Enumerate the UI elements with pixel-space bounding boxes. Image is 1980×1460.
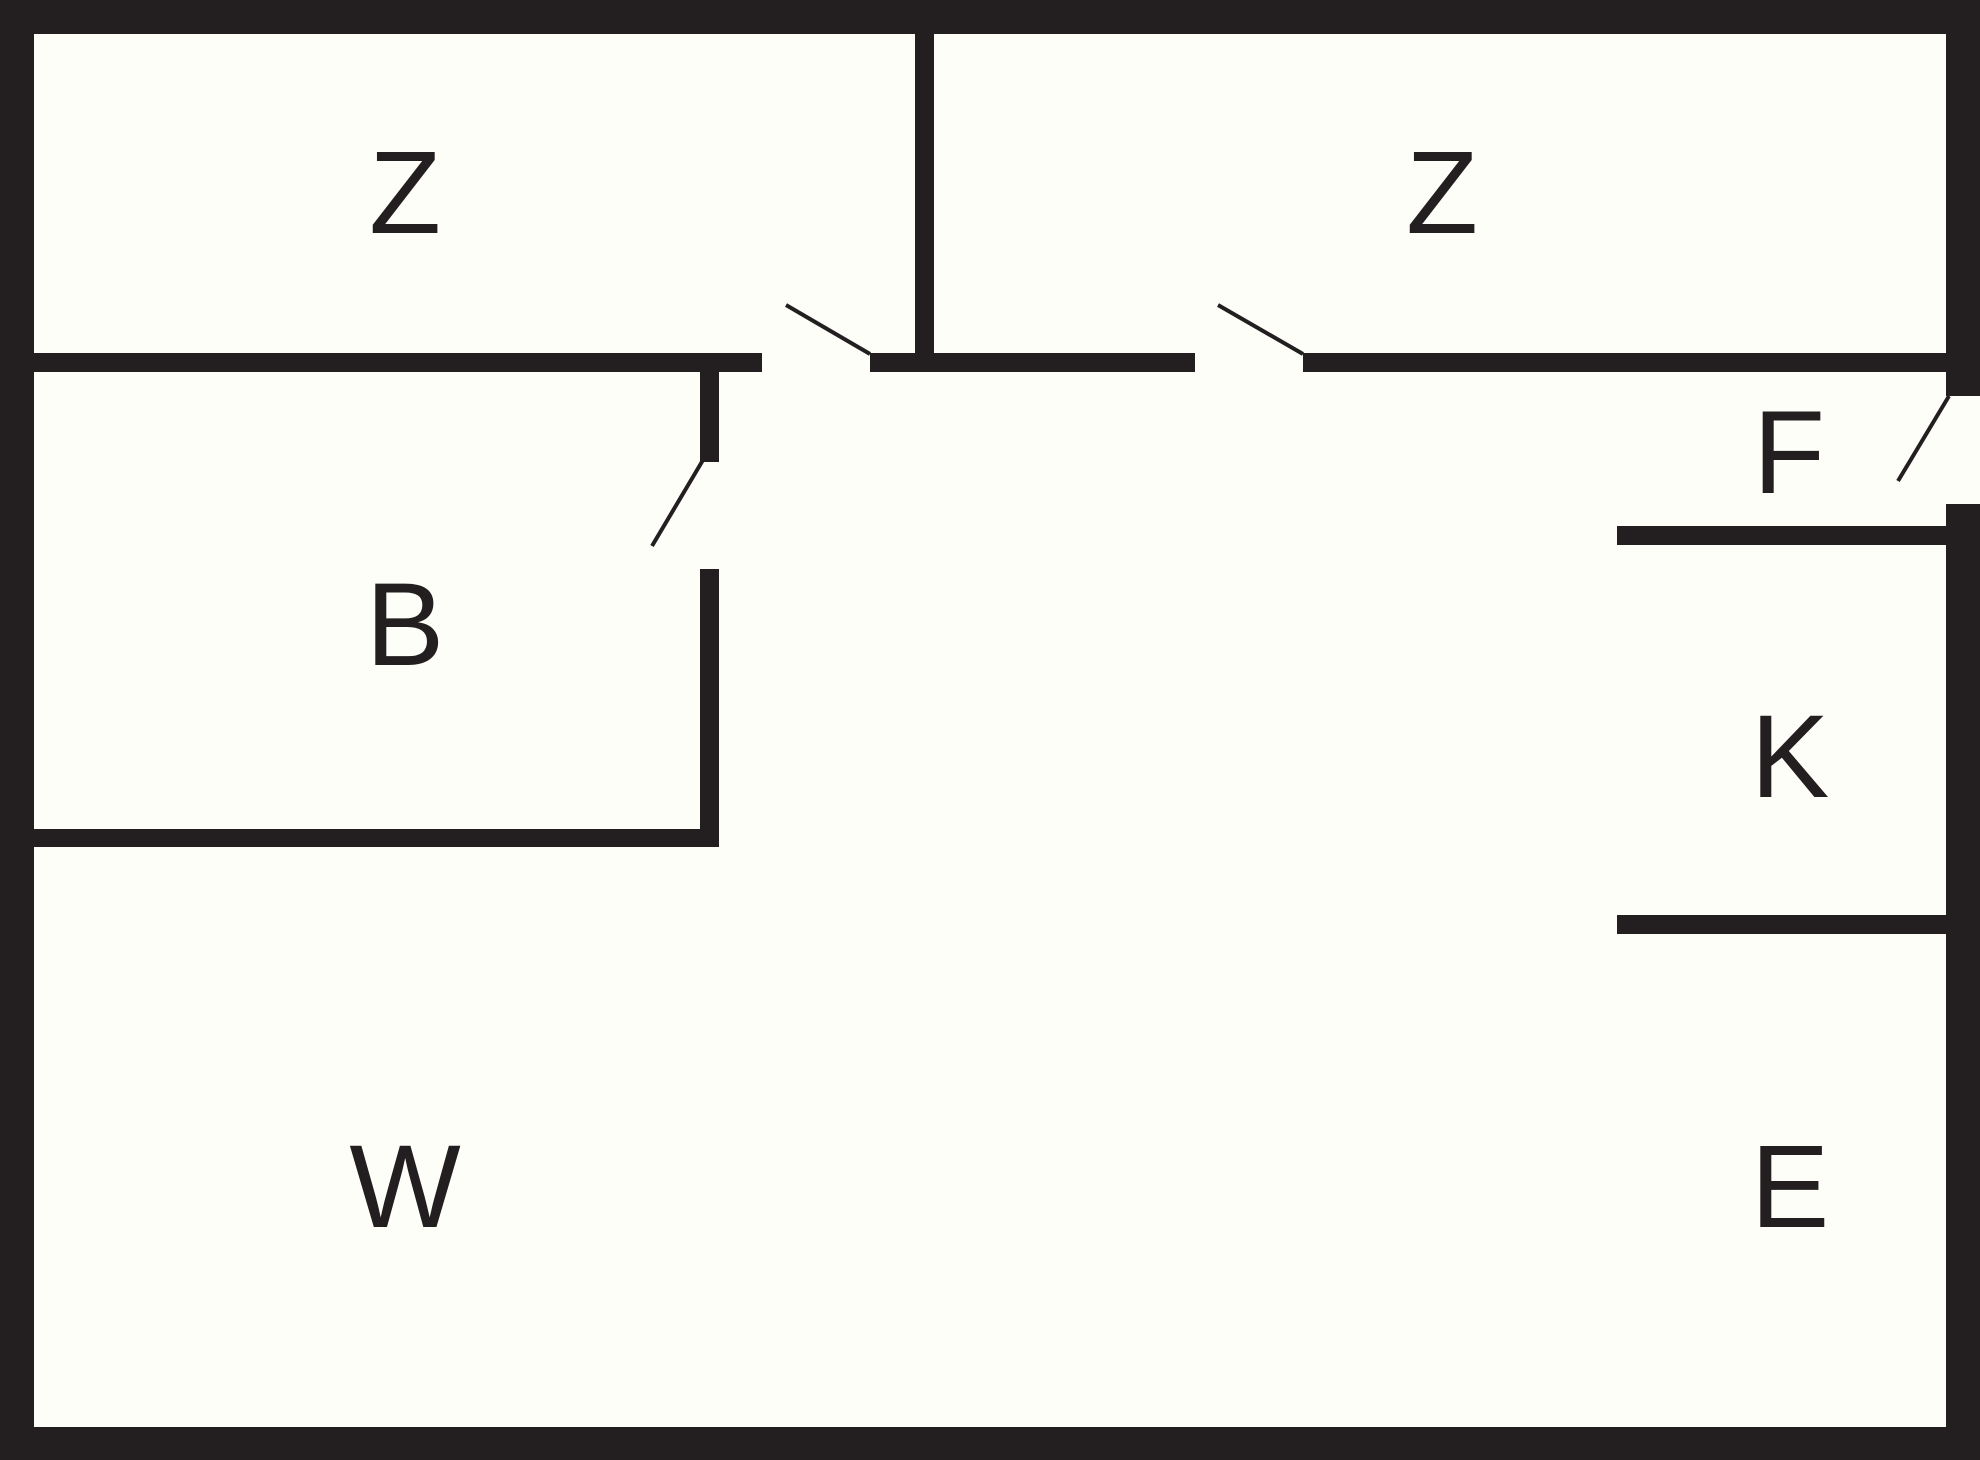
door-bathroom	[650, 458, 705, 548]
outer-wall-top	[0, 0, 1980, 34]
room-label-bedroom-left: Z	[369, 127, 441, 259]
door-utility	[1896, 394, 1951, 483]
outer-wall-right-lower	[1946, 504, 1980, 1460]
room-label-bathroom: B	[366, 559, 445, 691]
outer-wall-bottom	[0, 1427, 1980, 1460]
interior-walls	[34, 34, 1946, 934]
room-label-dining: E	[1751, 1121, 1830, 1253]
room-labels: Z Z B F K W E	[349, 127, 1829, 1253]
outer-wall-right-upper	[1946, 0, 1980, 396]
room-label-bedroom-right: Z	[1406, 127, 1478, 259]
wall-bedroom-bottom-a	[34, 353, 762, 372]
wall-bathroom-right-upper	[700, 372, 719, 462]
room-label-living: W	[349, 1121, 460, 1253]
wall-bathroom-right-lower	[700, 569, 719, 847]
door-right-bedroom	[1217, 303, 1304, 356]
room-label-kitchen: K	[1751, 691, 1830, 823]
wall-kitchen-bottom	[1617, 915, 1946, 934]
wall-bedroom-divider	[915, 34, 934, 372]
door-left-bedroom	[784, 303, 872, 356]
room-label-utility: F	[1753, 387, 1825, 519]
outer-wall-left	[0, 0, 34, 1460]
wall-bathroom-bottom	[34, 829, 719, 847]
doors	[650, 303, 1951, 548]
wall-bedroom-bottom-c	[1303, 353, 1946, 372]
wall-utility-bottom	[1617, 526, 1946, 545]
wall-bedroom-bottom-b	[870, 353, 1195, 372]
